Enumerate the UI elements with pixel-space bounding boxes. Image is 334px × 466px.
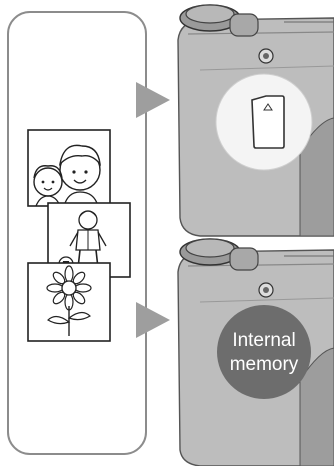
camera-bottom: Internal memory [178, 239, 334, 466]
arrow-to-memory-card [136, 82, 170, 118]
flower-picture-icon [28, 263, 110, 341]
arrow-to-internal-memory [136, 302, 170, 338]
internal-memory-label-line1: Internal [232, 330, 295, 351]
internal-memory-label-line2: memory [230, 354, 299, 375]
internal-memory-badge [217, 305, 311, 399]
camera-top [178, 5, 334, 236]
children-picture-icon [28, 130, 110, 206]
